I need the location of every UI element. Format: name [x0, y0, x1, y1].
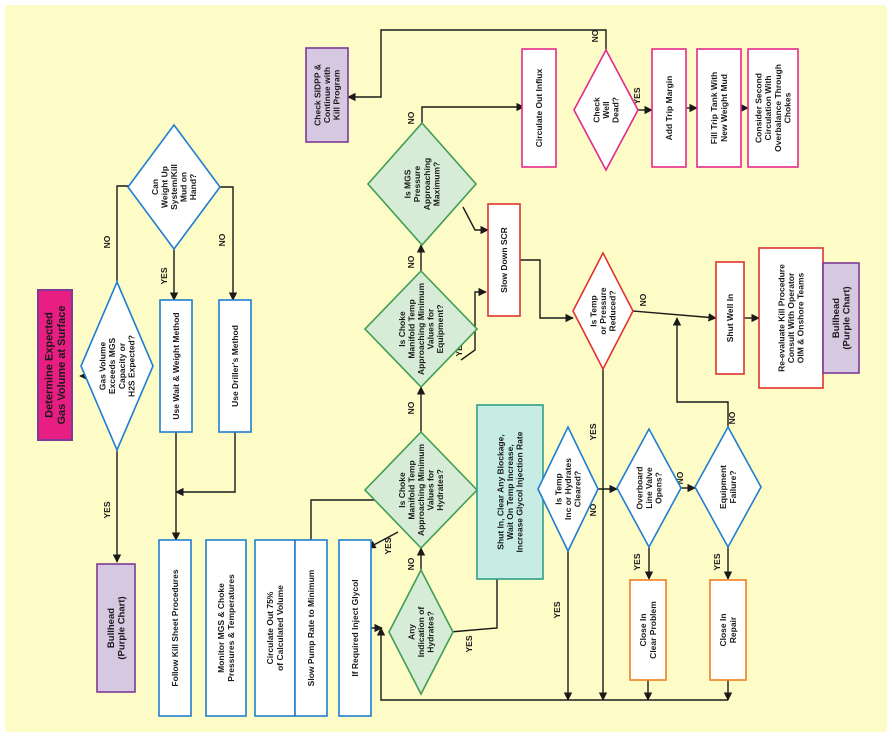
- overboard-label: OverboardLine ValveOpens?: [634, 467, 663, 510]
- bullhead-left-label: Bullhead(Purple Chart): [106, 596, 128, 659]
- can-weight-label: CanWeight UpSystem/KillMud onHand?: [150, 164, 198, 210]
- check-sidpp-box: Check SIDPP &Continue withKill Program: [305, 47, 349, 143]
- check-well-dead-decision: CheckWellDead?: [573, 48, 639, 172]
- temp-inc-decision: Is TempInc or HydratesCleared?: [537, 425, 599, 553]
- fill-trip-label: Fill Trip Tank WithNew Weight Mud: [709, 72, 729, 145]
- slow-scr-label: Slow Down SCR: [499, 227, 509, 293]
- determine-label: Determine ExpectedGas Volume at Surface: [44, 305, 68, 424]
- equip-failure-decision: EquipmentFailure?: [694, 425, 762, 549]
- connector-line: [462, 206, 489, 235]
- circulate-influx-label: Circulate Out Influx: [534, 69, 544, 148]
- consider-second-box: Consider SecondCirculation WithOverbalan…: [747, 48, 799, 168]
- connector-line: [376, 627, 728, 701]
- shut-well-label: Shut Well In: [725, 294, 735, 342]
- no-branch-label: NO: [406, 401, 416, 414]
- no-branch-label: NO: [406, 557, 416, 570]
- gas-exceeds-decision: Gas VolumeExceeds MGSCapacity orH2S Expe…: [80, 279, 154, 453]
- no-branch-label: NO: [638, 293, 648, 306]
- consider-second-label: Consider SecondCirculation WithOverbalan…: [754, 64, 793, 152]
- close-clear-label: Close InClear Problem: [638, 601, 658, 659]
- yes-branch-label: YES: [632, 553, 642, 570]
- yes-branch-label: YES: [632, 87, 642, 104]
- determine-box: Determine ExpectedGas Volume at Surface: [37, 289, 73, 441]
- choke-equipment-decision: Is ChokeManifold TempApproaching Minimum…: [363, 269, 479, 389]
- shut-well-box: Shut Well In: [715, 261, 745, 375]
- temp-reduced-decision: Is Tempor PressureReduced?: [572, 251, 634, 371]
- connector-line: [520, 259, 574, 323]
- close-repair-box: Close InRepair: [709, 579, 747, 681]
- bullhead-right-box: Bullhead(Purple Chart): [822, 262, 860, 374]
- mgs-pressure-label: Is MGSPressureApproachingMaximum?: [403, 158, 442, 210]
- any-hydrates-label: AnyIndication ofHydrates?: [406, 607, 435, 658]
- add-trip-box: Add Trip Margin: [651, 48, 687, 168]
- slow-scr-box: Slow Down SCR: [487, 203, 521, 317]
- drillers-box: Use Driller's Method: [218, 299, 252, 433]
- fill-trip-box: Fill Trip Tank WithNew Weight Mud: [696, 48, 742, 168]
- close-clear-box: Close InClear Problem: [629, 579, 667, 681]
- yes-branch-label: YES: [464, 635, 474, 652]
- add-trip-label: Add Trip Margin: [664, 76, 674, 141]
- check-sidpp-label: Check SIDPP &Continue withKill Program: [312, 64, 341, 126]
- bullhead-right-label: Bullhead(Purple Chart): [831, 286, 853, 349]
- wait-weight-label: Use Wait & Weight Method: [171, 312, 181, 419]
- close-repair-label: Close InRepair: [718, 613, 738, 646]
- monitor-label: Monitor MGS & ChokePressures & Temperatu…: [216, 574, 236, 682]
- reevaluate-label: Re-evaluate Kill ProcedureConsult With O…: [776, 264, 805, 372]
- wait-weight-box: Use Wait & Weight Method: [159, 299, 193, 433]
- no-branch-label: NO: [590, 29, 600, 42]
- overboard-decision: OverboardLine ValveOpens?: [616, 427, 682, 549]
- connector-line: [175, 432, 236, 497]
- yes-branch-label: YES: [383, 537, 393, 554]
- temp-reduced-label: Is Tempor PressureReduced?: [588, 287, 617, 335]
- choke-equipment-label: Is ChokeManifold TempApproaching Minimum…: [397, 283, 445, 376]
- no-branch-label: NO: [406, 111, 416, 124]
- follow-kill-box: Follow Kill Sheet Procedures: [158, 539, 192, 717]
- slow-pump-box: Slow Pump Rate to Minimum: [294, 539, 328, 717]
- yes-branch-label: YES: [712, 553, 722, 570]
- no-branch-label: NO: [102, 235, 112, 248]
- slow-pump-label: Slow Pump Rate to Minimum: [306, 569, 316, 686]
- yes-branch-label: YES: [552, 601, 562, 618]
- circulate-influx-box: Circulate Out Influx: [521, 48, 557, 168]
- no-branch-label: NO: [588, 503, 598, 516]
- circulate-75-label: Circulate Out 75%of Calculated Volume: [265, 585, 285, 671]
- equip-failure-label: EquipmentFailure?: [718, 465, 738, 509]
- no-branch-label: NO: [406, 255, 416, 268]
- bullhead-left-box: Bullhead(Purple Chart): [96, 563, 136, 693]
- yes-branch-label: YES: [102, 501, 112, 518]
- reevaluate-box: Re-evaluate Kill ProcedureConsult With O…: [758, 247, 824, 389]
- any-hydrates-decision: AnyIndication ofHydrates?: [388, 568, 454, 696]
- temp-inc-label: Is TempInc or HydratesCleared?: [553, 458, 582, 520]
- no-branch-label: NO: [675, 471, 685, 484]
- can-weight-decision: CanWeight UpSystem/KillMud onHand?: [127, 123, 221, 251]
- yes-branch-label: YES: [588, 423, 598, 440]
- circulate-75-box: Circulate Out 75%of Calculated Volume: [254, 539, 296, 717]
- inject-glycol-label: If Required Inject Glycol: [350, 579, 360, 676]
- connector-line: [310, 495, 399, 540]
- connector-line: [421, 102, 525, 123]
- yes-branch-label: YES: [159, 267, 169, 284]
- connector-line: [367, 531, 399, 549]
- mgs-pressure-decision: Is MGSPressureApproachingMaximum?: [366, 121, 478, 247]
- no-branch-label: NO: [217, 233, 227, 246]
- connector-line: [449, 560, 502, 633]
- monitor-box: Monitor MGS & ChokePressures & Temperatu…: [205, 539, 247, 717]
- shut-clear-box: Shut In, Clear Any Blockage,Wait On Temp…: [476, 404, 544, 580]
- drillers-label: Use Driller's Method: [230, 325, 240, 407]
- follow-kill-label: Follow Kill Sheet Procedures: [170, 569, 180, 686]
- shut-clear-label: Shut In, Clear Any Blockage,Wait On Temp…: [495, 431, 524, 552]
- connector-line: [672, 317, 729, 427]
- choke-hydrates-label: Is ChokeManifold TempApproaching Minimum…: [397, 444, 445, 537]
- connector-line: [632, 310, 717, 322]
- check-well-dead-label: CheckWellDead?: [591, 97, 620, 123]
- choke-hydrates-decision: Is ChokeManifold TempApproaching Minimum…: [363, 430, 479, 550]
- connector-line: [460, 287, 487, 361]
- no-branch-label: NO: [727, 411, 737, 424]
- connector-line: [347, 29, 607, 102]
- gas-exceeds-label: Gas VolumeExceeds MGSCapacity orH2S Expe…: [98, 335, 137, 397]
- inject-glycol-box: If Required Inject Glycol: [338, 539, 372, 717]
